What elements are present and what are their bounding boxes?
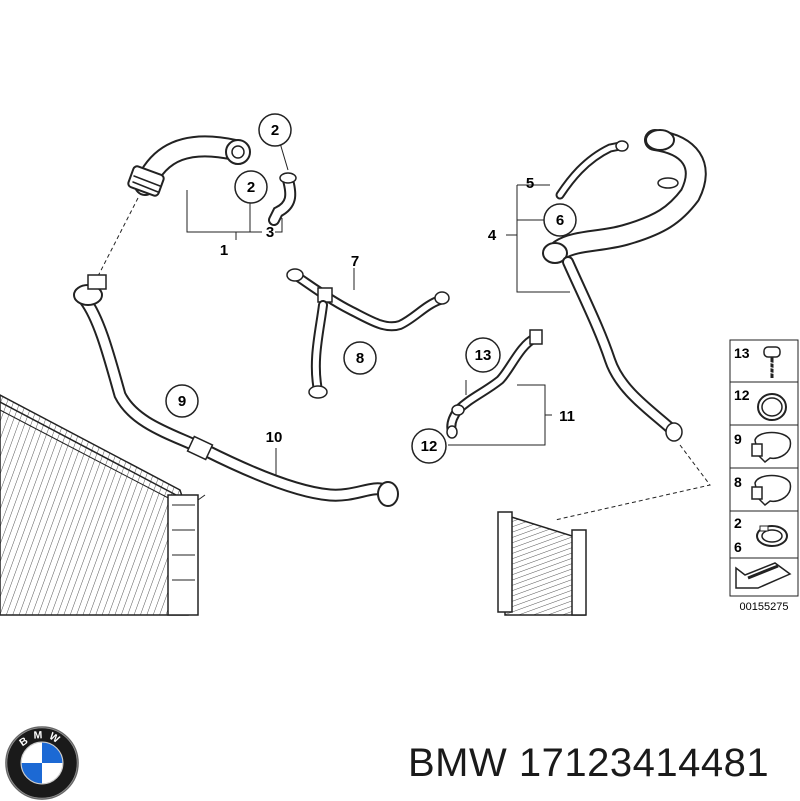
svg-text:6: 6: [556, 212, 564, 229]
callout-7: 7: [351, 253, 359, 270]
hose-3: [268, 172, 297, 226]
svg-text:8: 8: [356, 350, 364, 367]
bmw-logo: BMW: [5, 726, 79, 800]
callout-2a: 2: [258, 113, 292, 147]
callout-leaders: [186, 142, 570, 475]
arrow-icon: [735, 562, 792, 589]
hose-1: [127, 135, 251, 197]
clamp-icon: [751, 474, 792, 507]
o-ring-icon: [757, 393, 787, 421]
callout-3: 3: [266, 224, 274, 241]
hose-10: [73, 274, 399, 507]
svg-text:9: 9: [178, 393, 186, 410]
screw-icon: [763, 346, 781, 378]
svg-text:13: 13: [475, 347, 492, 364]
legend-12: 12: [734, 387, 750, 403]
legend-6: 6: [734, 539, 742, 555]
hose-11: [446, 329, 543, 439]
parts-legend: 13 12 9 8 2 6: [729, 339, 799, 613]
svg-text:2: 2: [247, 179, 255, 196]
legend-9: 9: [734, 431, 742, 447]
callout-1: 1: [220, 242, 228, 259]
callout-8: 8: [343, 341, 377, 375]
hose-clip-icon: [756, 525, 788, 547]
part-number-caption: BMW 17123414481: [408, 741, 770, 785]
callout-4: 4: [488, 227, 497, 244]
callout-13: 13: [465, 337, 501, 373]
reference-number: 00155275: [740, 601, 789, 613]
hose-8: [308, 300, 328, 399]
svg-text:2: 2: [271, 122, 279, 139]
svg-text:12: 12: [421, 438, 438, 455]
callout-10: 10: [266, 429, 283, 446]
legend-8: 8: [734, 474, 742, 490]
legend-13: 13: [734, 345, 750, 361]
hose-5: [555, 140, 629, 200]
hose-4: [542, 129, 707, 442]
radiator: [0, 394, 199, 616]
callout-9: 9: [165, 384, 199, 418]
hose-7: [286, 268, 450, 332]
auxiliary-radiator: [497, 511, 587, 616]
clamp-icon: [751, 431, 792, 464]
callout-11: 11: [559, 408, 575, 425]
callout-2b: 2: [234, 170, 268, 204]
callout-6: 6: [543, 203, 577, 237]
callout-12: 12: [411, 428, 447, 464]
callout-5: 5: [526, 175, 534, 192]
legend-2: 2: [734, 515, 742, 531]
